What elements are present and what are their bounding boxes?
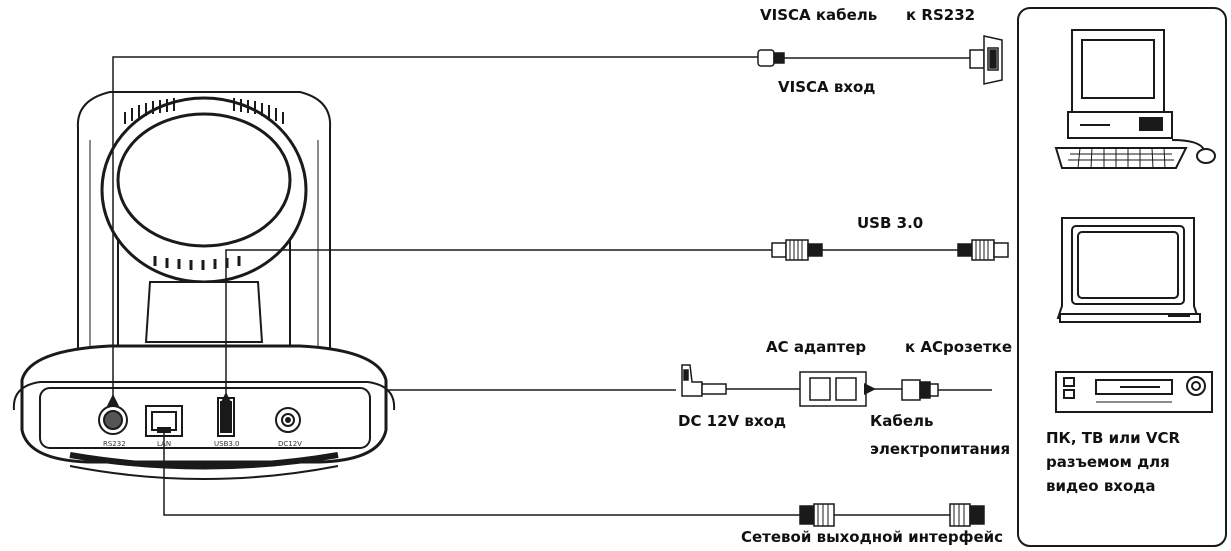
adapter-icon [681, 364, 992, 407]
camera-icon [12, 91, 396, 480]
to-ac-outlet-label: к ACрозетке [905, 338, 1012, 356]
visca-input-label: VISCA вход [778, 78, 876, 96]
network-output-label: Сетевой выходной интерфейс [741, 528, 1004, 546]
devices-label-1: ПК, ТВ или VCR [1046, 429, 1181, 447]
usb-label: USB 3.0 [857, 214, 924, 232]
power-cable-label-2: электропитания [870, 440, 1011, 458]
power-cable-label-1: Кабель [870, 412, 934, 430]
lan-cable-icon [799, 503, 985, 527]
to-rs232-label: к RS232 [906, 6, 976, 24]
computer-icon [1054, 29, 1216, 169]
port-label-lan: LAN [157, 440, 171, 448]
devices-label-3: видео входа [1046, 477, 1156, 495]
monitor-icon [1056, 217, 1201, 323]
cable-lines [107, 56, 800, 516]
devices-label-2: разъемом для [1046, 453, 1170, 471]
port-label-dc: DC12V [278, 440, 302, 448]
port-label-usb: USB3.0 [214, 440, 240, 448]
usb-cable-icon [771, 239, 1009, 261]
port-label-rs232: RS232 [103, 440, 126, 448]
vcr-icon [1055, 371, 1213, 413]
visca-cable-label: VISCA кабель [760, 6, 878, 24]
dc-input-label: DC 12V вход [678, 412, 786, 430]
visca-cable-icon [757, 35, 1003, 85]
ac-adapter-label: AC адаптер [766, 338, 867, 356]
